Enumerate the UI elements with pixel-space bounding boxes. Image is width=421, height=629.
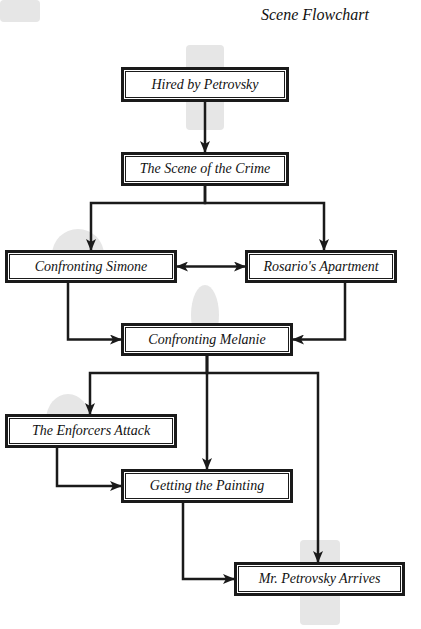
diagram-title: Scene Flowchart <box>250 6 380 24</box>
scene-label: The Enforcers Attack <box>32 423 150 439</box>
scene-label: Hired by Petrovsky <box>151 77 258 93</box>
scene-label: Getting the Painting <box>150 478 264 494</box>
scene-label: Rosario's Apartment <box>263 259 378 275</box>
flow-connector <box>183 503 234 579</box>
scene-box: Confronting Simone <box>5 250 177 283</box>
flow-connector <box>207 356 318 562</box>
scene-box: The Enforcers Attack <box>5 414 177 448</box>
scene-box: Getting the Painting <box>121 469 293 503</box>
flow-connector <box>293 283 345 340</box>
flow-connector <box>205 186 324 250</box>
scene-box: Mr. Petrovsky Arrives <box>234 562 405 596</box>
flow-connector <box>57 448 121 486</box>
scene-box: The Scene of the Crime <box>121 152 289 186</box>
flow-connector <box>68 283 121 340</box>
scene-label: Confronting Melanie <box>148 332 265 348</box>
scene-label: The Scene of the Crime <box>140 161 271 177</box>
scene-box: Confronting Melanie <box>121 323 293 356</box>
scene-label: Mr. Petrovsky Arrives <box>259 571 381 587</box>
flow-connector <box>204 102 207 152</box>
flow-connector <box>91 186 205 250</box>
scene-box: Hired by Petrovsky <box>121 67 289 102</box>
scene-label: Confronting Simone <box>35 259 148 275</box>
scene-box: Rosario's Apartment <box>245 250 397 283</box>
flow-connector <box>177 265 245 268</box>
faint-ornament <box>0 0 340 625</box>
flow-connector <box>90 356 207 414</box>
